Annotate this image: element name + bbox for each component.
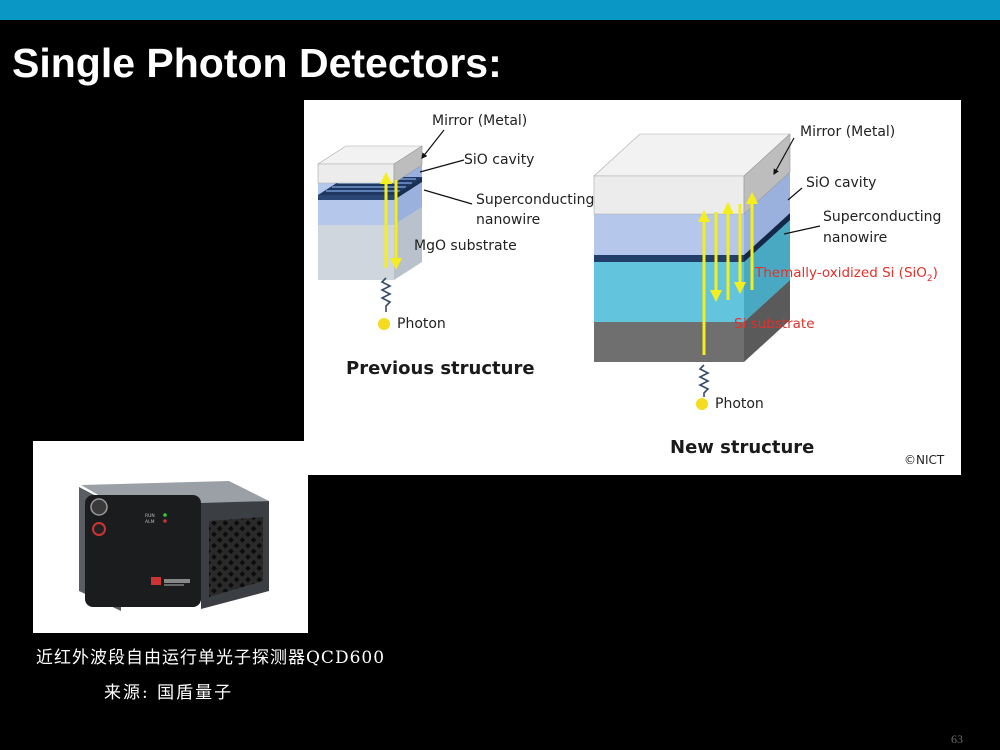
new-nanowire-label-line1: Superconducting [823,209,941,225]
slide-title: Single Photon Detectors: [12,40,502,86]
new-photon-dot [696,398,708,410]
new-photon-label: Photon [715,396,764,412]
new-photon-arrows [698,192,758,355]
previous-substrate-label: MgO substrate [414,238,517,254]
top-accent-bar [0,0,1000,20]
new-structure-heading: New structure [670,437,814,458]
previous-structure-stack [316,145,424,330]
new-nanowire-label-line2: nanowire [823,230,887,246]
detector-device-illustration: RUN ALM [79,481,269,611]
image-credit: ©NICT [904,453,945,467]
new-mirror-label: Mirror (Metal) [800,124,895,140]
new-cavity-label: SiO cavity [806,175,876,191]
previous-nanowire-label-line2: nanowire [476,212,540,228]
previous-structure-heading: Previous structure [346,358,535,379]
product-caption: 近红外波段自由运行单光子探测器QCD600 [36,648,386,668]
power-icon [92,522,106,536]
fiber-connector [90,498,108,516]
previous-mirror-label: Mirror (Metal) [432,113,527,129]
structure-illustration: Mirror (Metal) SiO cavity Superconductin… [316,113,945,467]
previous-photon-dot [378,318,390,330]
new-oxide-label: Themally-oxidized Si (SiO2) [754,265,938,284]
alm-indicator-label: ALM [145,519,155,525]
previous-cavity-label: SiO cavity [464,152,534,168]
qcd600-product-photo: RUN ALM [33,441,308,633]
run-indicator-label: RUN [145,513,155,519]
product-source: 来源: 国盾量子 [104,683,234,703]
previous-photon-arrows [380,172,402,270]
page-number: 63 [951,732,963,746]
previous-nanowire-label-line1: Superconducting [476,192,594,208]
new-structure-stack [593,133,791,410]
qtec-logo-mark [151,577,161,585]
snspd-structure-diagram: Mirror (Metal) SiO cavity Superconductin… [304,100,961,475]
previous-photon-label: Photon [397,316,446,332]
new-substrate-label: Si substrate [734,316,815,332]
